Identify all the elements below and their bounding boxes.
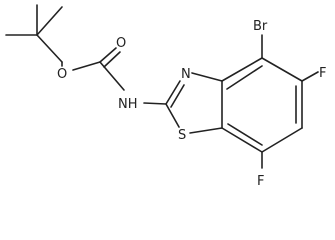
bond xyxy=(36,34,63,63)
bond xyxy=(261,57,303,82)
bond xyxy=(99,47,117,63)
bond xyxy=(170,84,185,108)
bond xyxy=(227,123,263,146)
bond xyxy=(226,65,263,90)
bond xyxy=(72,61,101,71)
bond xyxy=(165,80,181,105)
bond xyxy=(143,102,167,105)
thiazole-nitrogen-label: N xyxy=(181,67,191,82)
bond xyxy=(221,127,263,153)
bond xyxy=(99,61,125,91)
atom-labels: O O NH N S Br F F xyxy=(57,19,326,189)
bond xyxy=(165,103,180,128)
fluorine-7-label: F xyxy=(257,174,264,189)
bond xyxy=(36,6,63,36)
thiazole-sulfur-label: S xyxy=(178,128,186,143)
bond xyxy=(261,127,303,153)
bond xyxy=(221,57,263,82)
carbonyl-oxygen-label: O xyxy=(116,36,126,51)
fluorine-5-label: F xyxy=(319,66,326,81)
structure-svg: O O NH N S Br F F xyxy=(5,4,326,189)
ester-oxygen-label: O xyxy=(57,67,67,82)
bond xyxy=(191,72,223,82)
bonds xyxy=(5,4,319,169)
bond xyxy=(301,71,319,82)
bond xyxy=(103,51,121,68)
molecule-diagram: O O NH N S Br F F xyxy=(5,4,326,189)
amide-nitrogen-label: NH xyxy=(118,97,138,112)
bromine-label: Br xyxy=(253,19,268,34)
bond xyxy=(189,127,223,134)
